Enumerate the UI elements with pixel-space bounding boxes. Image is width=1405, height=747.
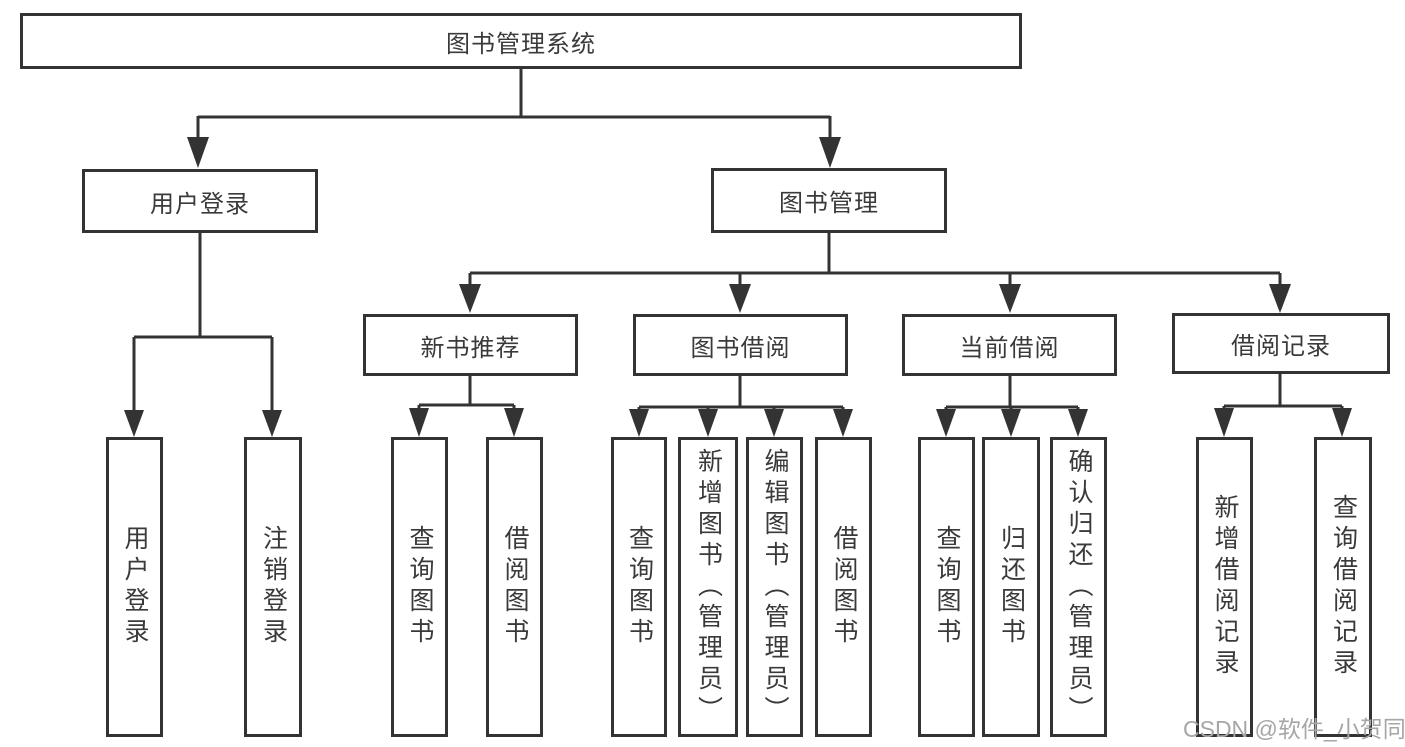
node-library-management-system: 图书管理系统 [20,13,1022,69]
leaf-add-borrow-record-label: 新增借阅记录 [1211,494,1239,680]
node-book-borrowing: 图书借阅 [633,314,848,376]
leaf-logout-login: 注销登录 [244,437,302,737]
leaf-add-book-admin: 新增图书（管理员） [678,437,738,737]
leaf-query-books-recommend: 查询图书 [391,437,448,737]
leaf-edit-book-admin: 编辑图书（管理员） [746,437,803,737]
leaf-return-books-label: 归还图书 [997,525,1026,649]
leaf-borrow-books-borrowing: 借阅图书 [815,437,872,737]
leaf-query-books-current: 查询图书 [918,437,975,737]
leaf-query-books-current-label: 查询图书 [933,525,961,649]
leaf-query-books-recommend-label: 查询图书 [406,525,434,649]
leaf-borrow-books-recommend: 借阅图书 [486,437,543,737]
leaf-query-borrow-record: 查询借阅记录 [1314,437,1372,737]
leaf-borrow-books-borrowing-label: 借阅图书 [830,525,858,649]
leaf-edit-book-admin-label: 编辑图书（管理员） [761,447,789,727]
node-user-login: 用户登录 [82,169,318,233]
node-book-management: 图书管理 [711,168,947,233]
node-new-book-recommendation: 新书推荐 [363,314,578,376]
leaf-query-borrow-record-label: 查询借阅记录 [1329,494,1358,680]
leaf-confirm-return-admin: 确认归还（管理员） [1050,437,1107,737]
leaf-query-books-borrowing-label: 查询图书 [625,525,654,649]
leaf-borrow-books-recommend-label: 借阅图书 [501,525,529,649]
csdn-watermark: CSDN @软件_小贺同学 [1183,716,1405,742]
leaf-logout-login-label: 注销登录 [259,525,288,649]
node-current-borrowing: 当前借阅 [902,314,1117,376]
leaf-user-login: 用户登录 [106,437,163,737]
leaf-add-borrow-record: 新增借阅记录 [1196,437,1253,737]
leaf-user-login-label: 用户登录 [121,525,149,649]
leaf-confirm-return-admin-label: 确认归还（管理员） [1065,447,1093,727]
node-borrowing-records: 借阅记录 [1172,313,1390,374]
leaf-query-books-borrowing: 查询图书 [611,437,667,737]
leaf-return-books: 归还图书 [982,437,1040,737]
leaf-add-book-admin-label: 新增图书（管理员） [694,447,723,727]
